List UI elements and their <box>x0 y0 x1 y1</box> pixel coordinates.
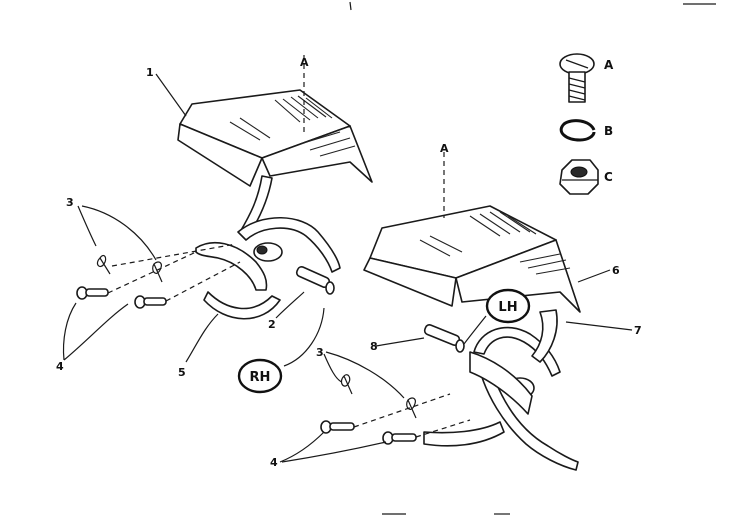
alignment-line <box>165 261 241 302</box>
clevis-pin-lh <box>423 324 465 353</box>
callout-3-left: 3 <box>66 196 74 209</box>
clevis-pin-rh <box>295 265 335 295</box>
bolt-right-a <box>320 420 355 434</box>
callout-8: 8 <box>370 340 378 353</box>
shield-lh <box>363 205 581 313</box>
hex-nut-icon <box>559 159 599 195</box>
callout-4-left: 4 <box>56 360 64 373</box>
hair-pin-clip-left-a <box>96 254 111 275</box>
alignment-line <box>111 243 237 267</box>
callout-7: 7 <box>634 324 642 337</box>
alignment-line <box>107 251 197 294</box>
top-mark <box>349 1 352 11</box>
legend-label-b: B <box>604 124 613 138</box>
lh-badge: LH <box>485 288 531 324</box>
bolt-right-b <box>382 431 417 445</box>
callout-a-right: A <box>440 142 449 155</box>
shield-rh <box>177 89 373 187</box>
callout-1: 1 <box>146 66 154 79</box>
legend-label-c: C <box>604 170 613 184</box>
hair-pin-clip-left-b <box>152 261 163 283</box>
rh-badge: RH <box>237 358 283 394</box>
callout-4-right: 4 <box>270 456 278 469</box>
callout-3-right: 3 <box>316 346 324 359</box>
rh-badge-label: RH <box>250 370 271 385</box>
callout-6: 6 <box>612 264 620 277</box>
bolt-left-a <box>76 286 109 300</box>
snap-ring-icon <box>559 119 596 142</box>
hair-pin-clip-right-a <box>340 374 353 395</box>
callout-5: 5 <box>178 366 186 379</box>
alignment-line <box>415 419 471 438</box>
legend-label-a: A <box>604 58 614 72</box>
callout-2: 2 <box>268 318 276 331</box>
screw-icon <box>559 53 595 103</box>
tine-rh <box>195 175 341 320</box>
callout-a-left: A <box>300 56 309 69</box>
tine-lh <box>423 309 579 471</box>
lh-badge-label: LH <box>498 300 517 315</box>
bolt-left-b <box>134 295 167 309</box>
alignment-line <box>353 393 451 428</box>
